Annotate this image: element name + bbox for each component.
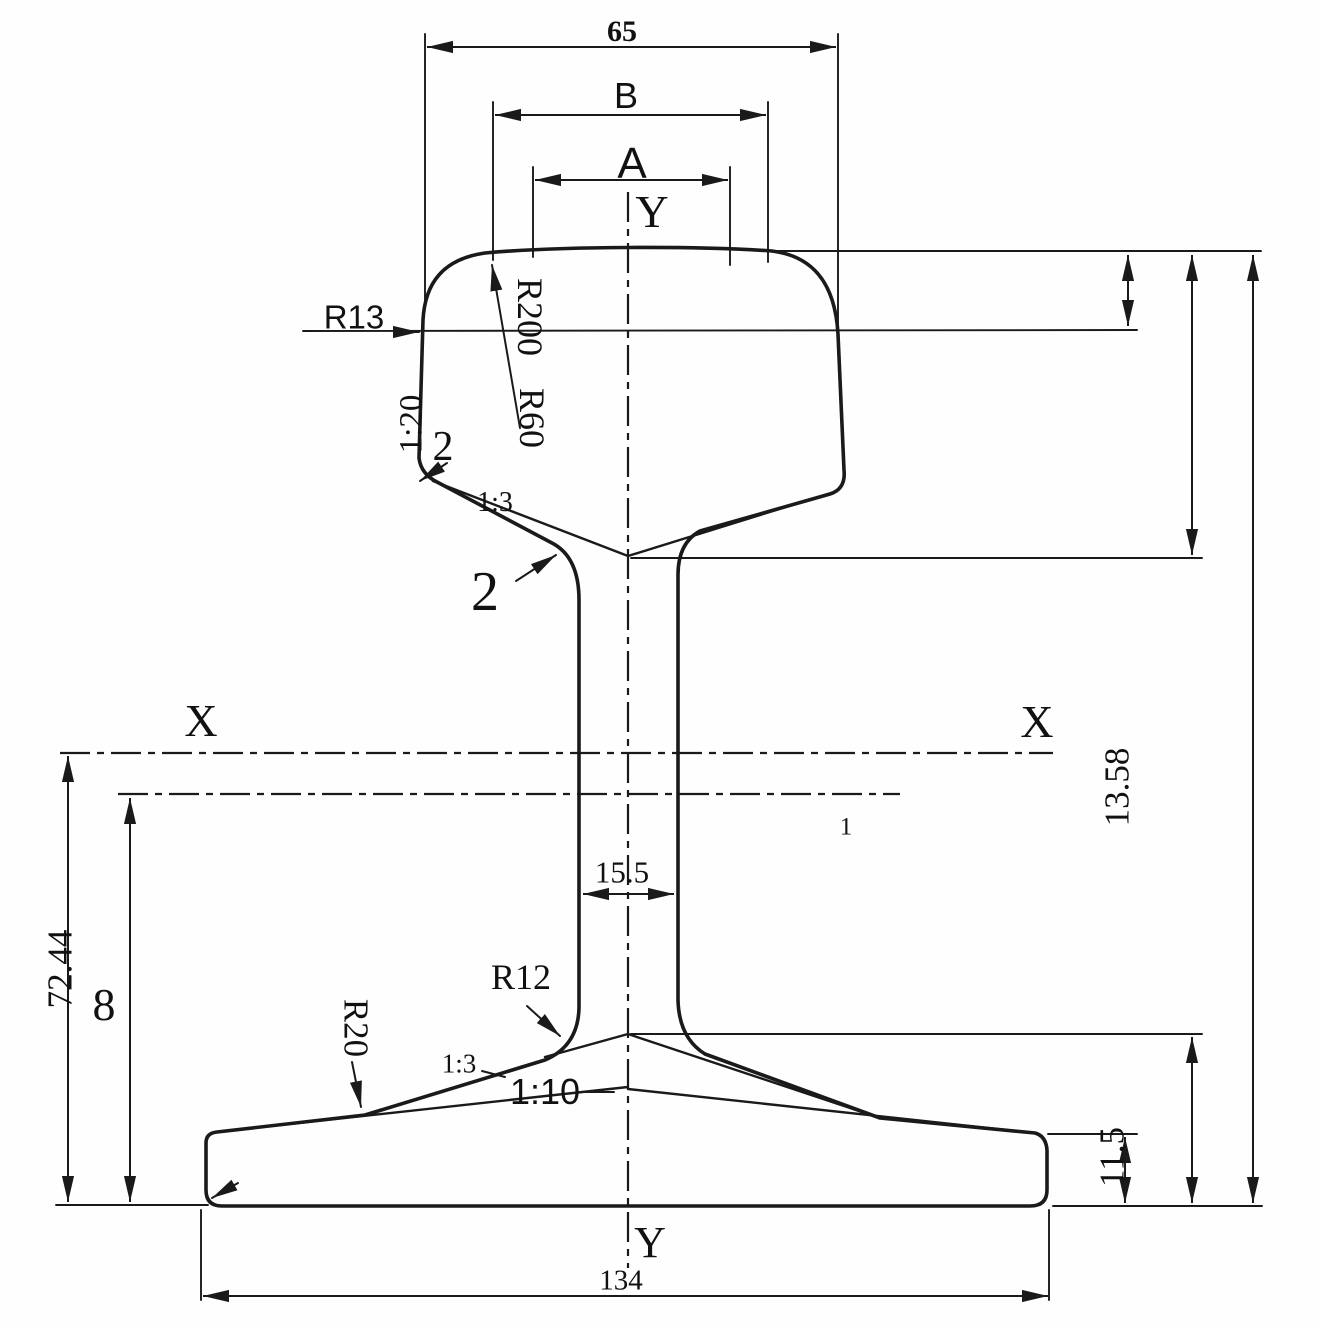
dim-65-label: 65: [607, 15, 637, 48]
slope-1-20-label: 1:20: [393, 394, 430, 454]
r20-leader: [349, 1061, 362, 1108]
x-axis-right-label: X: [1020, 696, 1054, 747]
x-axis-left-label: X: [184, 695, 218, 746]
y-axis-bottom-label: Y: [634, 1218, 666, 1267]
rail-outline: [204, 245, 1049, 1208]
r200-label: R200: [510, 277, 550, 357]
slope-1-3-foot-tick: [481, 1070, 506, 1078]
zone2-leader: [515, 554, 557, 582]
dimension-lines: [61, 40, 1260, 1303]
slope-1-3-foot-label: 1:3: [441, 1048, 477, 1079]
r60-label: R60: [512, 387, 552, 449]
axis-lines: [60, 192, 1053, 1268]
dim-a-label: A: [617, 139, 647, 188]
r12-label: R12: [490, 957, 552, 997]
dim-13-58-label: 13.58: [1097, 747, 1137, 827]
r20-label: R20: [336, 998, 376, 1058]
r12-leader: [526, 1005, 561, 1037]
leader-lines: [211, 264, 615, 1199]
chamfer2-leader: [419, 461, 448, 482]
y-axis-top-label: Y: [635, 186, 669, 237]
r200-r60-leader: [490, 264, 521, 429]
chamfer-2-label: 2: [432, 424, 454, 470]
construction-lines: [215, 479, 1037, 1135]
ref-1-label: 1: [839, 813, 853, 841]
dim-11-5-label: 11.5: [1092, 1127, 1132, 1187]
r13-label: R13: [323, 298, 385, 336]
foot-corner-leader: [211, 1179, 239, 1199]
extension-lines: [55, 33, 1263, 1301]
slope-1-3-head-label: 1:3: [477, 487, 513, 518]
dim-8-label: 8: [92, 979, 116, 1030]
zone-2-label: 2: [471, 561, 499, 623]
dim-15-5-label: 15.5: [594, 854, 650, 890]
dim-b-label: B: [613, 75, 639, 116]
slope-1-10-label: 1:10: [509, 1071, 581, 1112]
dim-134-label: 134: [599, 1264, 643, 1297]
dim-72-44-label: 72.44: [40, 929, 80, 1009]
